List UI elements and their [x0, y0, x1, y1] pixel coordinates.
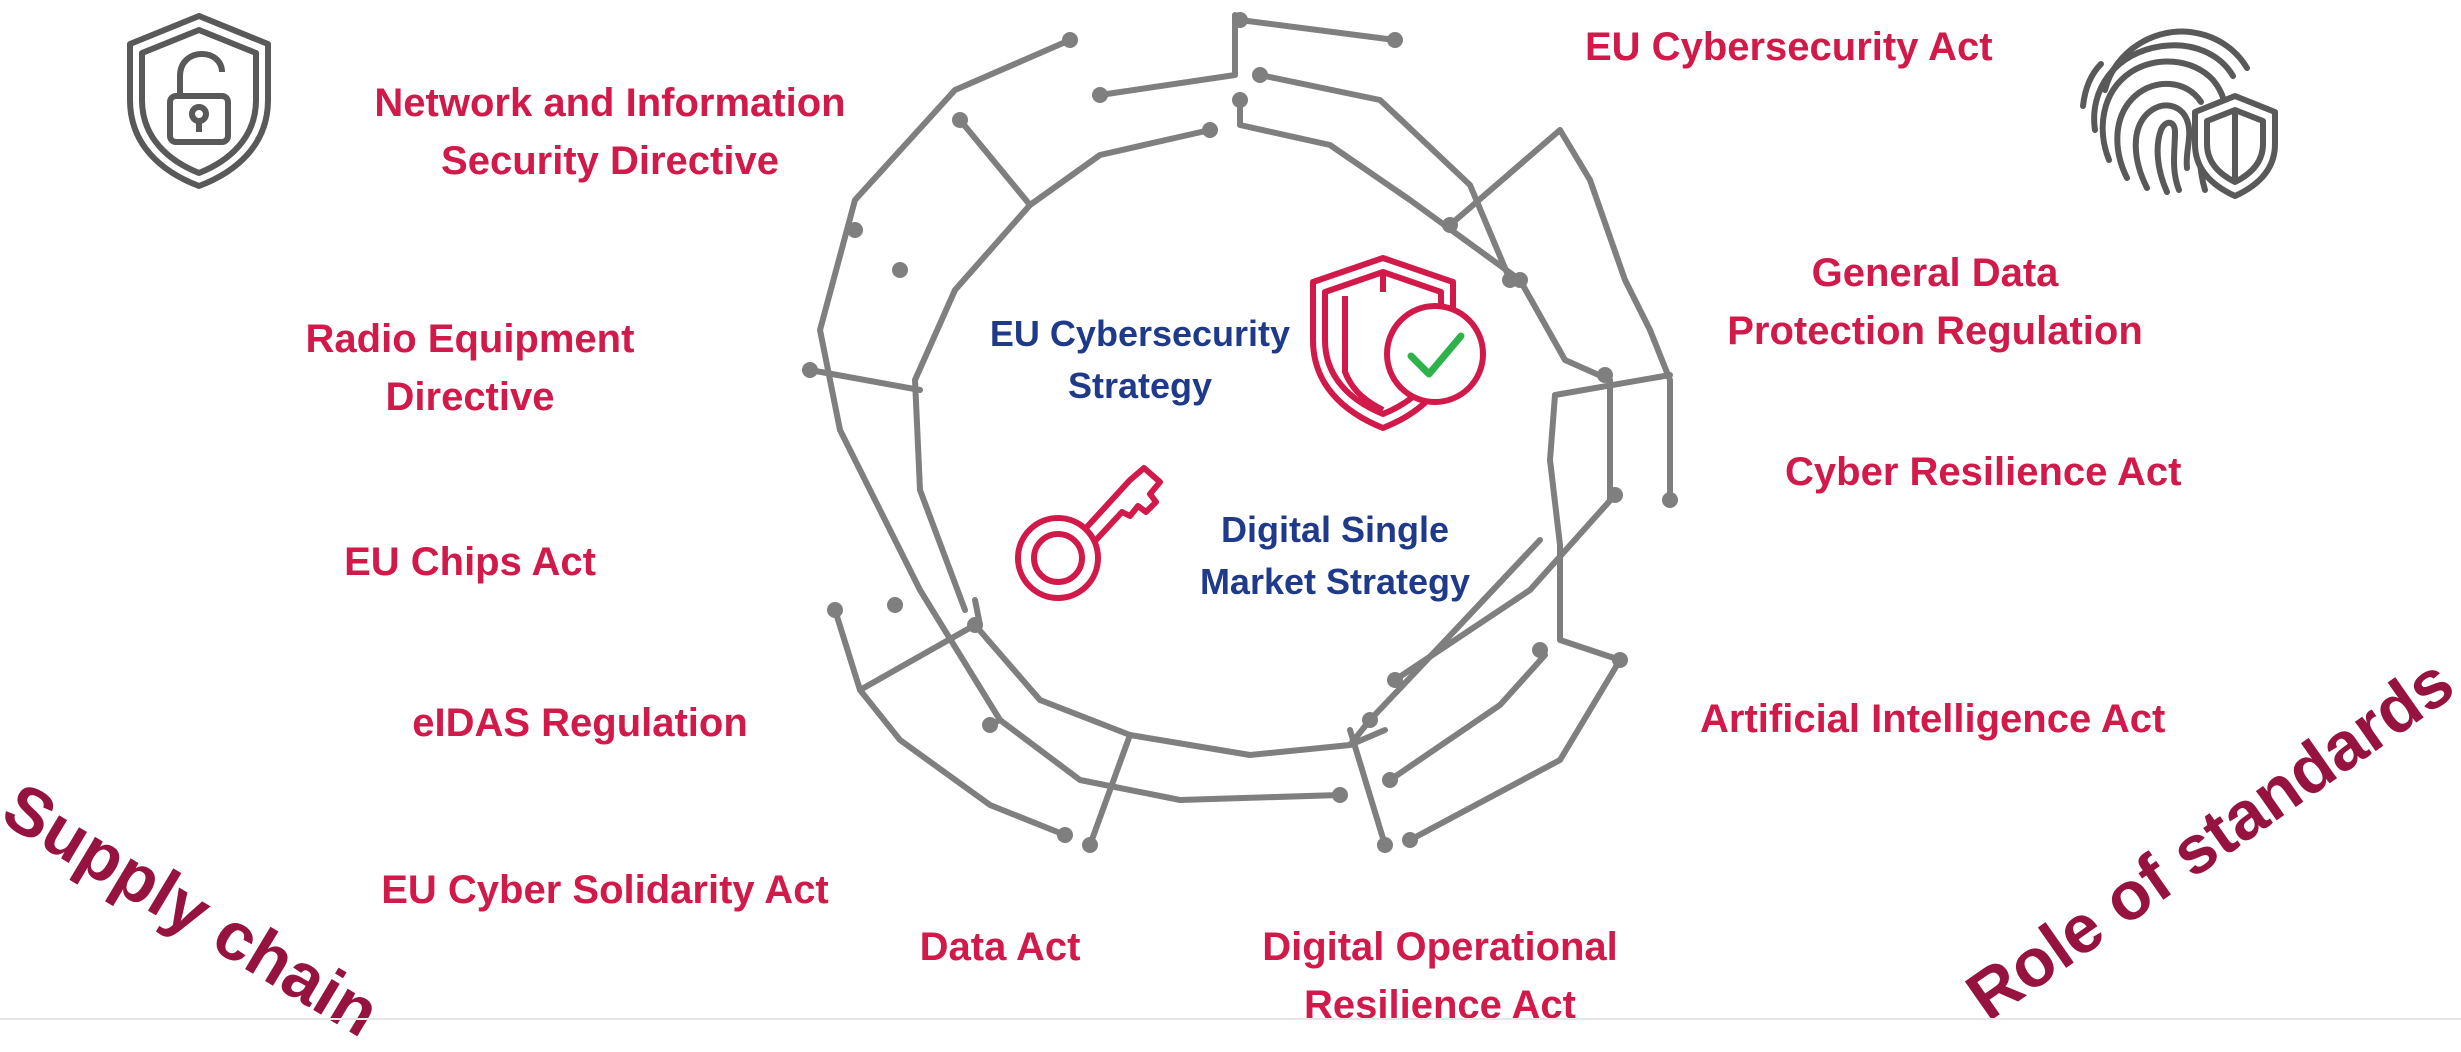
label-line: Protection Regulation	[1727, 309, 2143, 353]
circuit-ring	[802, 12, 1678, 853]
label-line: Directive	[385, 375, 555, 419]
label-line: EU Cybersecurity Act	[1585, 25, 1993, 69]
fingerprint-shield-icon	[2080, 28, 2278, 199]
center-line: Market Strategy	[1199, 561, 1471, 602]
radio-equipment-directive-label: Radio Equipment Directive	[280, 310, 660, 426]
label-line: eIDAS Regulation	[412, 701, 748, 745]
cyber-resilience-act-label: Cyber Resilience Act	[1785, 443, 2205, 501]
center-line: Strategy	[1067, 365, 1213, 406]
center-line: Digital Single	[1220, 509, 1450, 550]
eu-chips-act-label: EU Chips Act	[330, 533, 610, 591]
bottom-divider	[0, 1018, 2461, 1020]
eu-cybersecurity-strategy-label: EU Cybersecurity Strategy	[975, 308, 1305, 412]
label-line: Cyber Resilience Act	[1785, 450, 2182, 494]
digital-single-market-strategy-label: Digital Single Market Strategy	[1170, 504, 1500, 608]
eu-cybersecurity-act-label: EU Cybersecurity Act	[1585, 18, 2035, 76]
label-line: Data Act	[919, 925, 1081, 969]
dora-label: Digital Operational Resilience Act	[1230, 918, 1650, 1034]
padlock-shield-icon	[127, 13, 271, 189]
shield-check-icon	[1310, 255, 1486, 431]
label-line: Artificial Intelligence Act	[1700, 697, 2166, 741]
label-line: Radio Equipment	[305, 317, 635, 361]
label-line: Digital Operational	[1262, 925, 1618, 969]
label-line: Network and Information	[374, 81, 846, 125]
eidas-regulation-label: eIDAS Regulation	[395, 694, 765, 752]
label-line: Resilience Act	[1304, 983, 1576, 1027]
label-line: Security Directive	[441, 139, 779, 183]
key-icon	[1015, 465, 1163, 601]
label-line: EU Cyber Solidarity Act	[381, 868, 829, 912]
center-line: EU Cybersecurity	[989, 313, 1291, 354]
gdpr-label: General Data Protection Regulation	[1690, 244, 2180, 360]
label-line: EU Chips Act	[344, 540, 596, 584]
data-act-label: Data Act	[890, 918, 1110, 976]
nis-directive-label: Network and Information Security Directi…	[345, 74, 875, 190]
eu-cyber-solidarity-act-label: EU Cyber Solidarity Act	[365, 861, 845, 919]
ai-act-label: Artificial Intelligence Act	[1700, 690, 2220, 748]
label-line: General Data	[1811, 251, 2059, 295]
